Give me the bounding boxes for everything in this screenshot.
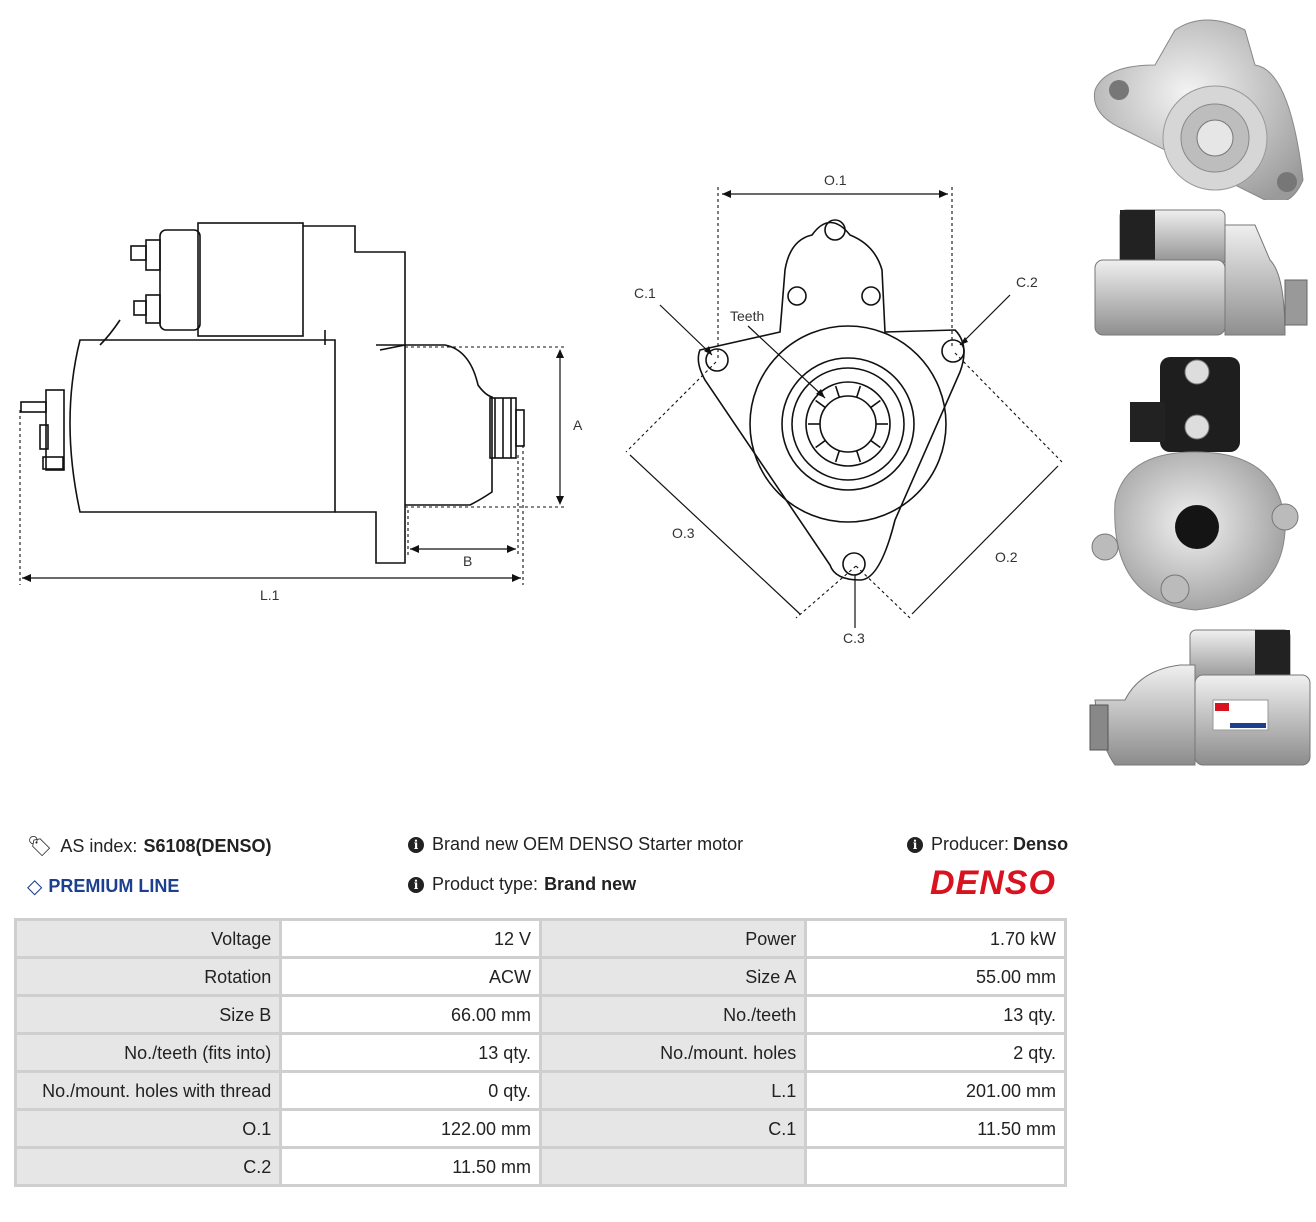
pinion-tooth (870, 399, 881, 409)
spec-label: No./mount. holes with thread (13, 1070, 283, 1111)
pinion-tooth (815, 399, 826, 409)
pinion-tooth (855, 385, 862, 398)
dim-label-c2: C.2 (1016, 274, 1038, 290)
spec-label: Size B (13, 994, 283, 1035)
spec-value: 12 V (279, 918, 542, 959)
producer-label: Producer: (931, 834, 1010, 854)
pinion-teeth-drawing (808, 385, 888, 463)
spec-label: O.1 (13, 1108, 283, 1149)
spec-value: ACW (279, 956, 542, 997)
starter-front-photo[interactable] (1085, 10, 1313, 200)
as-index-label: AS index: (60, 836, 138, 856)
diamond-icon: ◇ (27, 876, 43, 898)
as-index-row: 🏷︎ AS index: S6108(DENSO) (27, 834, 272, 859)
dim-label-o2: O.2 (995, 549, 1018, 565)
dim-label-l1: L.1 (260, 587, 280, 603)
spec-label: Power (538, 918, 808, 959)
dim-label-o3: O.3 (672, 525, 695, 541)
spec-label: C.1 (538, 1108, 808, 1149)
dim-label-c1: C.1 (634, 285, 656, 301)
dim-label-o1: O.1 (824, 172, 847, 188)
spec-value: 55.00 mm (804, 956, 1067, 997)
starter-rear-photo[interactable] (1085, 352, 1313, 617)
producer-row: i Producer: Denso (907, 834, 1068, 855)
pinion-tooth (870, 439, 881, 449)
spec-value: 13 qty. (279, 1032, 542, 1073)
dim-label-teeth: Teeth (730, 308, 764, 324)
dim-label-c3: C.3 (843, 630, 865, 646)
front-view-drawing (697, 219, 965, 581)
pinion-tooth (855, 450, 862, 463)
pinion-tooth (834, 450, 841, 463)
technical-drawing: A B L.1 O.1 O.2 O.3 C.1 C.2 C.3 Teeth (19, 172, 1063, 646)
spec-label: No./teeth (538, 994, 808, 1035)
info-icon: i (408, 876, 424, 893)
pinion-tooth (815, 439, 826, 449)
spec-value: 0 qty. (279, 1070, 542, 1111)
spec-label: No./mount. holes (538, 1032, 808, 1073)
spec-value: 11.50 mm (279, 1146, 542, 1187)
denso-logo: DENSO (930, 864, 1056, 902)
premium-line-row: ◇ PREMIUM LINE (27, 874, 179, 899)
dim-label-a: A (573, 417, 583, 433)
info-icon: i (408, 836, 424, 853)
producer-value[interactable]: Denso (1013, 834, 1069, 854)
spec-row: No./teeth (fits into)13 qty.No./mount. h… (13, 1032, 1067, 1073)
spec-value: 2 qty. (804, 1032, 1067, 1073)
spec-label (538, 1146, 808, 1187)
product-type-row: i Product type: Brand new (408, 874, 636, 895)
spec-label: C.2 (13, 1146, 283, 1187)
product-type-label: Product type: (432, 874, 539, 894)
premium-line-label[interactable]: PREMIUM LINE (48, 876, 180, 896)
spec-value: 1.70 kW (804, 918, 1067, 959)
spec-value: 11.50 mm (804, 1108, 1067, 1149)
spec-label: Voltage (13, 918, 283, 959)
description-text: Brand new OEM DENSO Starter motor (432, 834, 744, 854)
description-row: i Brand new OEM DENSO Starter motor (408, 834, 743, 855)
spec-value: 13 qty. (804, 994, 1067, 1035)
info-icon: i (907, 836, 923, 853)
dim-label-b: B (463, 553, 472, 569)
spec-value: 201.00 mm (804, 1070, 1067, 1111)
spec-value (804, 1146, 1067, 1187)
spec-label: No./teeth (fits into) (13, 1032, 283, 1073)
product-type-value: Brand new (544, 874, 637, 894)
spec-value: 66.00 mm (279, 994, 542, 1035)
starter-label-photo[interactable] (1085, 625, 1313, 770)
side-view-drawing (20, 222, 525, 564)
spec-value: 122.00 mm (279, 1108, 542, 1149)
spec-label: Size A (538, 956, 808, 997)
starter-side-photo[interactable] (1085, 205, 1313, 345)
tag-icon: 🏷︎ (27, 836, 53, 858)
pinion-tooth (834, 385, 841, 398)
as-index-value[interactable]: S6108(DENSO) (143, 836, 272, 856)
spec-label: Rotation (13, 956, 283, 997)
spec-label: L.1 (538, 1070, 808, 1111)
